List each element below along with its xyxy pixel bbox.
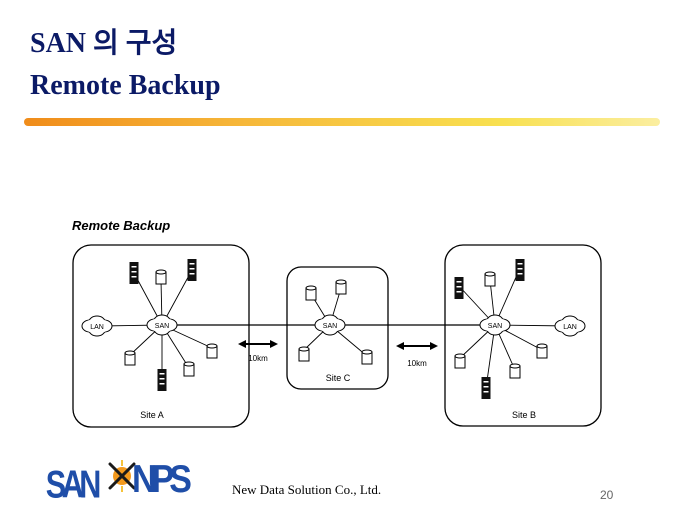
site-a-lan-cloud: LAN — [81, 315, 113, 337]
san-label: SAN — [323, 323, 337, 330]
remote-backup-diagram: Remote Backup — [72, 218, 602, 428]
site-a-san-cloud: SAN — [146, 314, 178, 336]
logo-san-text: SAN — [46, 463, 100, 500]
distance-label-cb: 10km — [407, 359, 427, 368]
distance-label-ac: 10km — [248, 354, 268, 363]
site-c-label: Site C — [326, 373, 351, 383]
disk-icon — [335, 279, 347, 295]
disk-icon — [454, 353, 466, 369]
disk-icon — [536, 343, 548, 359]
site-a-label: Site A — [140, 410, 164, 420]
slide-title-line2: Remote Backup — [30, 70, 221, 101]
disk-icon — [484, 271, 496, 287]
diagram-caption: Remote Backup — [72, 218, 170, 233]
server-icon — [515, 259, 525, 281]
disk-icon — [305, 285, 317, 301]
footer-company-name: New Data Solution Co., Ltd. — [232, 482, 382, 497]
lan-label: LAN — [563, 324, 577, 331]
server-icon — [454, 277, 464, 299]
company-logo: SAN NPS — [46, 457, 194, 500]
disk-icon — [155, 269, 167, 285]
disk-icon — [509, 363, 521, 379]
slide-title-line1: SAN 의 구성 — [30, 28, 178, 59]
lan-label: LAN — [90, 324, 104, 331]
logo-star-icon — [108, 460, 136, 492]
distance-arrow-cb — [396, 342, 438, 350]
disk-icon — [183, 361, 195, 377]
site-b-lan-cloud: LAN — [554, 315, 586, 337]
disk-icon — [124, 350, 136, 366]
server-icon — [129, 262, 139, 284]
disk-icon — [298, 346, 310, 362]
server-icon — [157, 369, 167, 391]
san-label: SAN — [155, 323, 169, 330]
server-icon — [481, 377, 491, 399]
distance-arrow-ac — [238, 340, 278, 348]
site-c-san-cloud: SAN — [314, 314, 346, 336]
san-label: SAN — [488, 323, 502, 330]
page-number: 20 — [600, 488, 614, 502]
logo-nps-text: NPS — [132, 457, 191, 500]
site-a-box — [72, 244, 250, 428]
server-icon — [187, 259, 197, 281]
disk-icon — [206, 343, 218, 359]
site-b-label: Site B — [512, 410, 536, 420]
site-b-san-cloud: SAN — [479, 314, 511, 336]
disk-icon — [361, 349, 373, 365]
title-divider — [24, 118, 660, 126]
